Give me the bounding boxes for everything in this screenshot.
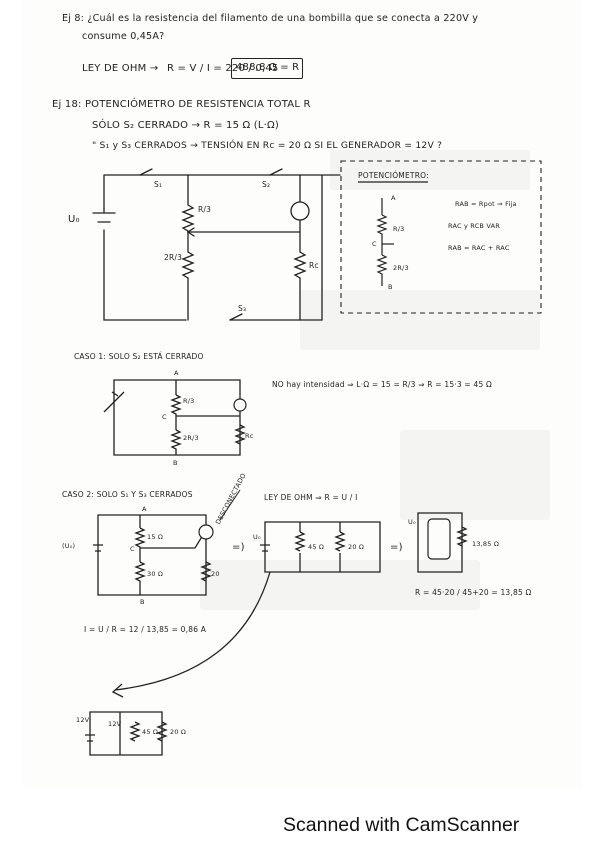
caso2-req: 13,85 Ω (472, 540, 500, 548)
resistor-2r3-label: 2R/3 (164, 253, 183, 262)
pot-note-sum: RAB = RAC + RAC (448, 244, 510, 252)
resistor-rc-label: Rc (309, 261, 319, 270)
caso1-title: CASO 1: SOLO S₂ ESTÁ CERRADO (74, 352, 204, 361)
bleed-through-mark (400, 430, 550, 520)
ex8-question-line1: Ej 8: ¿Cuál es la resistencia del filame… (62, 13, 479, 24)
final-voltage-label-inner: 12V (108, 720, 122, 728)
ex8-answer-box (231, 58, 303, 79)
caso2-equiv-u0: U₀ (408, 518, 416, 526)
caso1-r3-label: R/3 (183, 397, 195, 405)
potentiometer-title: POTENCIÓMETRO: (358, 171, 429, 180)
source-label: U₀ (68, 214, 80, 225)
caso1-node-c: C (162, 413, 167, 421)
ex18-line2: SÓLO S₂ CERRADO → R = 15 Ω (L·Ω) (92, 120, 279, 131)
pot-note-fixed: RAB = Rpot ⇒ Fija (455, 200, 517, 208)
pot-b-label: B (388, 283, 393, 291)
pot-a-label: A (391, 194, 396, 202)
caso2-ohm-law: LEY DE OHM ⇒ R = U / I (264, 493, 358, 502)
caso2-r30: 30 Ω (147, 570, 164, 578)
caso2-current-result: I = U / R = 12 / 13,85 = 0,86 A (84, 625, 207, 634)
final-voltage-label: 12V (76, 716, 90, 724)
caso2-simplified-u0: U₀ (253, 533, 261, 541)
caso1-2r3-label: 2R/3 (183, 434, 199, 442)
ohm-law-label: LEY DE OHM → (82, 63, 159, 74)
final-r20: 20 Ω (170, 728, 187, 736)
pot-2r3-label: 2R/3 (393, 264, 409, 272)
caso2-title: CASO 2: SOLO S₁ Y S₃ CERRADOS (62, 490, 193, 499)
ex18-title: Ej 18: POTENCIÓMETRO DE RESISTENCIA TOTA… (52, 99, 311, 110)
pot-r3-label: R/3 (393, 225, 405, 233)
caso2-node-b: B (140, 598, 145, 606)
caso2-parallel-result: R = 45·20 / 45+20 = 13,85 Ω (415, 588, 532, 597)
caso2-r20: 20 (211, 570, 220, 578)
equals-arrow: =) (232, 542, 245, 553)
caso2-r20b: 20 Ω (348, 543, 365, 551)
caso2-node-a: A (142, 505, 147, 513)
ex18-line3: " S₁ y S₃ CERRADOS → TENSIÓN EN Rc = 20 … (92, 140, 443, 151)
bleed-through-mark (330, 150, 530, 190)
pot-c-label: C (372, 240, 377, 248)
caso2-r45: 45 Ω (308, 543, 325, 551)
caso1-result: NO hay intensidad ⇒ L·Ω = 15 = R/3 ⇒ R =… (272, 380, 492, 389)
caso1-rc-label: Rc (245, 432, 254, 440)
ex8-formula: R = V / I = 220 / 0,45 (167, 63, 279, 74)
caso2-node-c: C (130, 545, 135, 553)
caso2-source: (U₀) (62, 542, 76, 550)
caso1-node-b: B (173, 459, 178, 467)
switch-s1-label: S₁ (154, 180, 163, 189)
switch-s2-label: S₂ (262, 180, 271, 189)
caso2-r15: 15 Ω (147, 533, 164, 541)
pot-note-variable: RAC y RCB VAR (448, 222, 500, 230)
ex8-question-line2: consume 0,45A? (82, 31, 165, 42)
final-r45: 45 Ω (142, 728, 159, 736)
scanner-watermark: Scanned with CamScanner (283, 814, 520, 836)
ex8-answer: 488,8 Ω = R (236, 62, 300, 73)
bleed-through-mark (300, 290, 540, 350)
equals-arrow: =) (390, 542, 403, 553)
caso1-node-a: A (174, 369, 179, 377)
resistor-r3-label: R/3 (198, 205, 212, 214)
switch-s3-label: S₃ (238, 304, 247, 313)
